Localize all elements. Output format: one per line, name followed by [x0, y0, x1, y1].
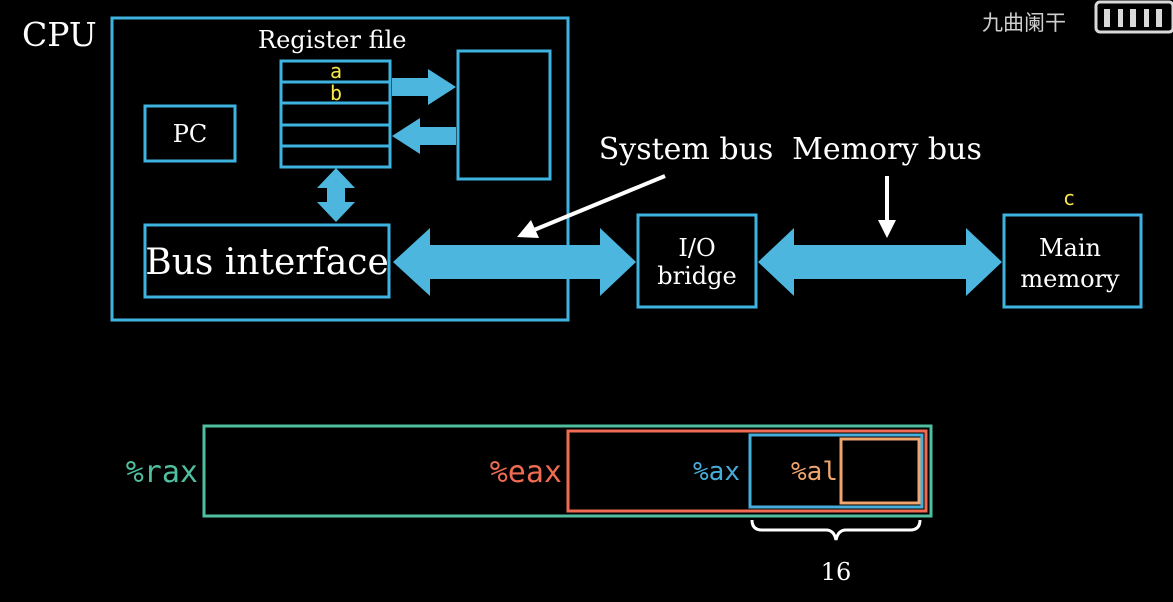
memory-bus-pointer-arrow: [878, 176, 896, 238]
eax-box: [566, 429, 928, 513]
system-bus-pointer-arrow: [517, 174, 666, 238]
brace-label: 16: [821, 558, 852, 586]
ax-width-brace: [750, 519, 922, 541]
alu-box: [456, 49, 552, 181]
ax-box: [748, 433, 924, 509]
main-memory-box: [1002, 213, 1143, 309]
pc-box: [143, 104, 237, 163]
ax-label: %ax: [693, 457, 740, 487]
memory-bus-arrow: [758, 228, 1002, 296]
rax-label: %rax: [126, 455, 198, 490]
main-memory-line2: memory: [1020, 265, 1120, 293]
register-file-label: Register file: [258, 26, 406, 54]
bus-interface-box: [143, 223, 391, 299]
cpu-box: [110, 16, 570, 322]
rax-box: [202, 424, 933, 518]
bus-interface-label: Bus interface: [145, 242, 389, 283]
watermark: 九曲阑干: [982, 0, 1173, 35]
system-bus-arrow: [393, 228, 636, 296]
register-bus-double-arrow: [317, 168, 355, 222]
main-memory-line1: Main: [1039, 234, 1101, 262]
io-bridge-box: [636, 213, 758, 309]
alu-to-register-arrow: [392, 118, 456, 154]
register-file: [279, 59, 392, 169]
al-box: [839, 437, 921, 505]
memory-marker-c: c: [1063, 186, 1075, 210]
al-label: %al: [791, 457, 838, 487]
register-to-alu-arrow: [392, 69, 456, 105]
eax-label: %eax: [490, 455, 562, 490]
watermark-text: 九曲阑干: [982, 11, 1066, 35]
register-slot-b: b: [330, 81, 342, 105]
pc-label: PC: [173, 120, 208, 148]
cpu-label: CPU: [22, 15, 97, 54]
bilibili-logo-icon: [1094, 0, 1173, 34]
register-slot-a: a: [330, 59, 342, 83]
system-bus-label: System bus: [599, 132, 774, 167]
io-bridge-line2: bridge: [657, 262, 736, 290]
memory-bus-label: Memory bus: [792, 132, 982, 167]
io-bridge-line1: I/O: [678, 234, 715, 262]
